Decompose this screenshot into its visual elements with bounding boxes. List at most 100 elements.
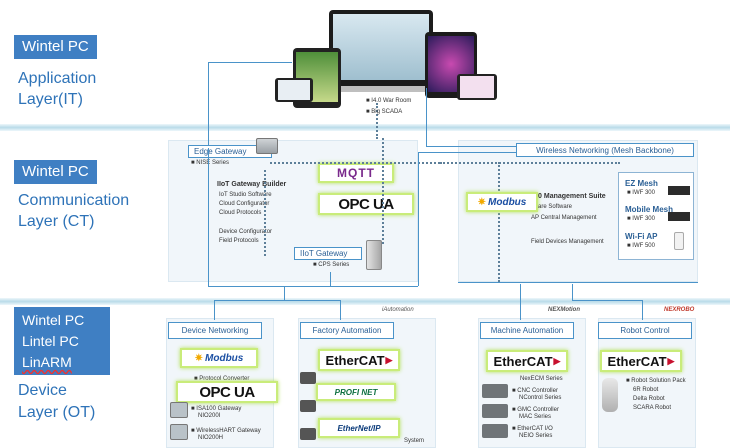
connector bbox=[426, 88, 427, 146]
mesh-title: Wi-Fi AP bbox=[625, 233, 658, 240]
brand-nexrobo: NEXROBO bbox=[664, 307, 694, 313]
factory-item: System bbox=[404, 438, 424, 445]
ez-mesh-router-icon bbox=[668, 186, 690, 195]
connector bbox=[208, 148, 209, 286]
connector bbox=[208, 286, 418, 287]
phone-right-icon bbox=[457, 74, 497, 100]
opcua-logo-device: OPC UA bbox=[176, 381, 278, 403]
management-line: Field Devices Management bbox=[531, 239, 604, 246]
comm-layer-name: Communication bbox=[18, 190, 129, 211]
management-suite-title: 0 Management Suite bbox=[538, 193, 606, 200]
io-device-icon bbox=[482, 424, 508, 438]
device-layer-name-2: Layer (OT) bbox=[18, 402, 95, 423]
connector bbox=[426, 146, 516, 147]
machine-item: ■ EtherCAT I/O bbox=[512, 426, 553, 433]
ethernetip-logo: EtherNet/IP bbox=[318, 418, 400, 438]
machine-item: ■ GMC Controller bbox=[512, 407, 559, 414]
connector bbox=[572, 284, 573, 300]
factory-automation-box: Factory Automation bbox=[300, 322, 394, 339]
robot-item: SCARA Robot bbox=[633, 405, 671, 412]
device-layer-name: Device bbox=[18, 380, 67, 401]
mesh-model: ■ IWF 300 bbox=[627, 190, 655, 197]
isa100-device-icon bbox=[170, 402, 188, 418]
connector bbox=[520, 284, 521, 320]
iiot-builder-line: Field Protocols bbox=[219, 238, 259, 245]
iiot-gateway-device-icon bbox=[366, 240, 382, 270]
mesh-model: ■ IWF 300 bbox=[627, 216, 655, 223]
machine-item: NexECM Series bbox=[520, 376, 563, 383]
comm-layer-tag: Wintel PC bbox=[14, 160, 97, 184]
connector bbox=[208, 62, 292, 63]
dotted-line bbox=[270, 162, 440, 164]
connector bbox=[330, 272, 331, 286]
app-layer-name-2: Layer(IT) bbox=[18, 89, 83, 110]
device-item-sub: NIO200H bbox=[198, 435, 223, 442]
ethercat-logo-factory: EtherCAT▶ bbox=[318, 349, 400, 371]
device-layer-tag-box: Wintel PC Lintel PC LinARM bbox=[14, 307, 110, 375]
dotted-arrow bbox=[264, 170, 266, 256]
connector bbox=[284, 286, 285, 300]
factory-device-icon bbox=[300, 428, 316, 440]
app-devices-illustration bbox=[275, 10, 505, 102]
device-item: ■ WirelessHART Gateway bbox=[191, 428, 261, 435]
connector bbox=[572, 300, 642, 301]
gmc-device-icon bbox=[482, 404, 508, 418]
brand-iautomation: iAutomation bbox=[382, 307, 414, 313]
robot-item: 6R Robot bbox=[633, 387, 658, 394]
laptop-icon bbox=[329, 10, 433, 88]
connector bbox=[458, 282, 698, 283]
connector bbox=[340, 300, 341, 320]
management-line: are Software bbox=[538, 204, 572, 211]
connector bbox=[418, 152, 419, 286]
factory-device-icon bbox=[300, 400, 316, 412]
app-item-2: ■ Big SCADA bbox=[366, 109, 402, 116]
mesh-title: EZ Mesh bbox=[625, 180, 658, 187]
iiot-builder-line: Cloud Protocols bbox=[219, 210, 261, 217]
modbus-logo-comm: ✷Modbus bbox=[466, 192, 538, 212]
mobile-mesh-router-icon bbox=[668, 212, 690, 221]
dotted-line bbox=[440, 162, 620, 164]
connector bbox=[214, 300, 340, 301]
robot-item: Delta Robot bbox=[633, 396, 665, 403]
dotted-arrow bbox=[382, 138, 384, 244]
brand-nexmotion: NEXMotion bbox=[548, 307, 580, 313]
connector bbox=[642, 300, 643, 320]
edge-gateway-device-icon bbox=[256, 138, 278, 154]
management-line: AP Central Management bbox=[531, 215, 597, 222]
app-item-1: ■ I4.0 War Room bbox=[366, 98, 411, 105]
device-item: ■ ISA100 Gateway bbox=[191, 406, 241, 413]
machine-item-sub: MAC Series bbox=[519, 414, 551, 421]
robot-item: ■ Robot Solution Pack bbox=[626, 378, 686, 385]
factory-device-icon bbox=[300, 372, 316, 384]
device-item-sub: NIO200I bbox=[198, 413, 220, 420]
device-layer-tag-3: LinARM bbox=[22, 352, 72, 372]
machine-automation-box: Machine Automation bbox=[480, 322, 574, 339]
robot-control-box: Robot Control bbox=[598, 322, 692, 339]
connector bbox=[208, 62, 209, 148]
machine-item-sub: NEIO Series bbox=[519, 433, 552, 440]
iiot-gateway-box: IIoT Gateway bbox=[294, 247, 362, 260]
dotted-arrow bbox=[498, 162, 500, 282]
device-networking-box: Device Networking bbox=[168, 322, 262, 339]
opcua-logo-comm: OPC UA bbox=[318, 193, 414, 215]
ethercat-logo-robot: EtherCAT▶ bbox=[600, 350, 682, 372]
mesh-title: Mobile Mesh bbox=[625, 206, 673, 213]
comm-layer-name-2: Layer (CT) bbox=[18, 211, 94, 232]
mesh-model: ■ IWF 500 bbox=[627, 243, 655, 250]
device-layer-tag-1: Wintel PC bbox=[22, 310, 84, 330]
wifi-ap-device-icon bbox=[674, 232, 684, 250]
wirelesshart-device-icon bbox=[170, 424, 188, 440]
iiot-gateway-series: ■ CPS Series bbox=[313, 262, 349, 269]
wireless-networking-box: Wireless Networking (Mesh Backbone) bbox=[516, 143, 694, 157]
cnc-device-icon bbox=[482, 384, 508, 398]
iiot-builder-line: Cloud Configurator bbox=[219, 201, 269, 208]
app-layer-name: Application bbox=[18, 68, 96, 89]
device-layer-tag-2: Lintel PC bbox=[22, 331, 79, 351]
connector bbox=[418, 152, 516, 153]
modbus-logo-device: ✷Modbus bbox=[180, 348, 258, 368]
machine-item: ■ CNC Controller bbox=[512, 388, 558, 395]
phone-left-icon bbox=[275, 78, 313, 102]
app-layer-tag: Wintel PC bbox=[14, 35, 97, 59]
iiot-builder-title: IIoT Gateway Builder bbox=[217, 181, 286, 188]
